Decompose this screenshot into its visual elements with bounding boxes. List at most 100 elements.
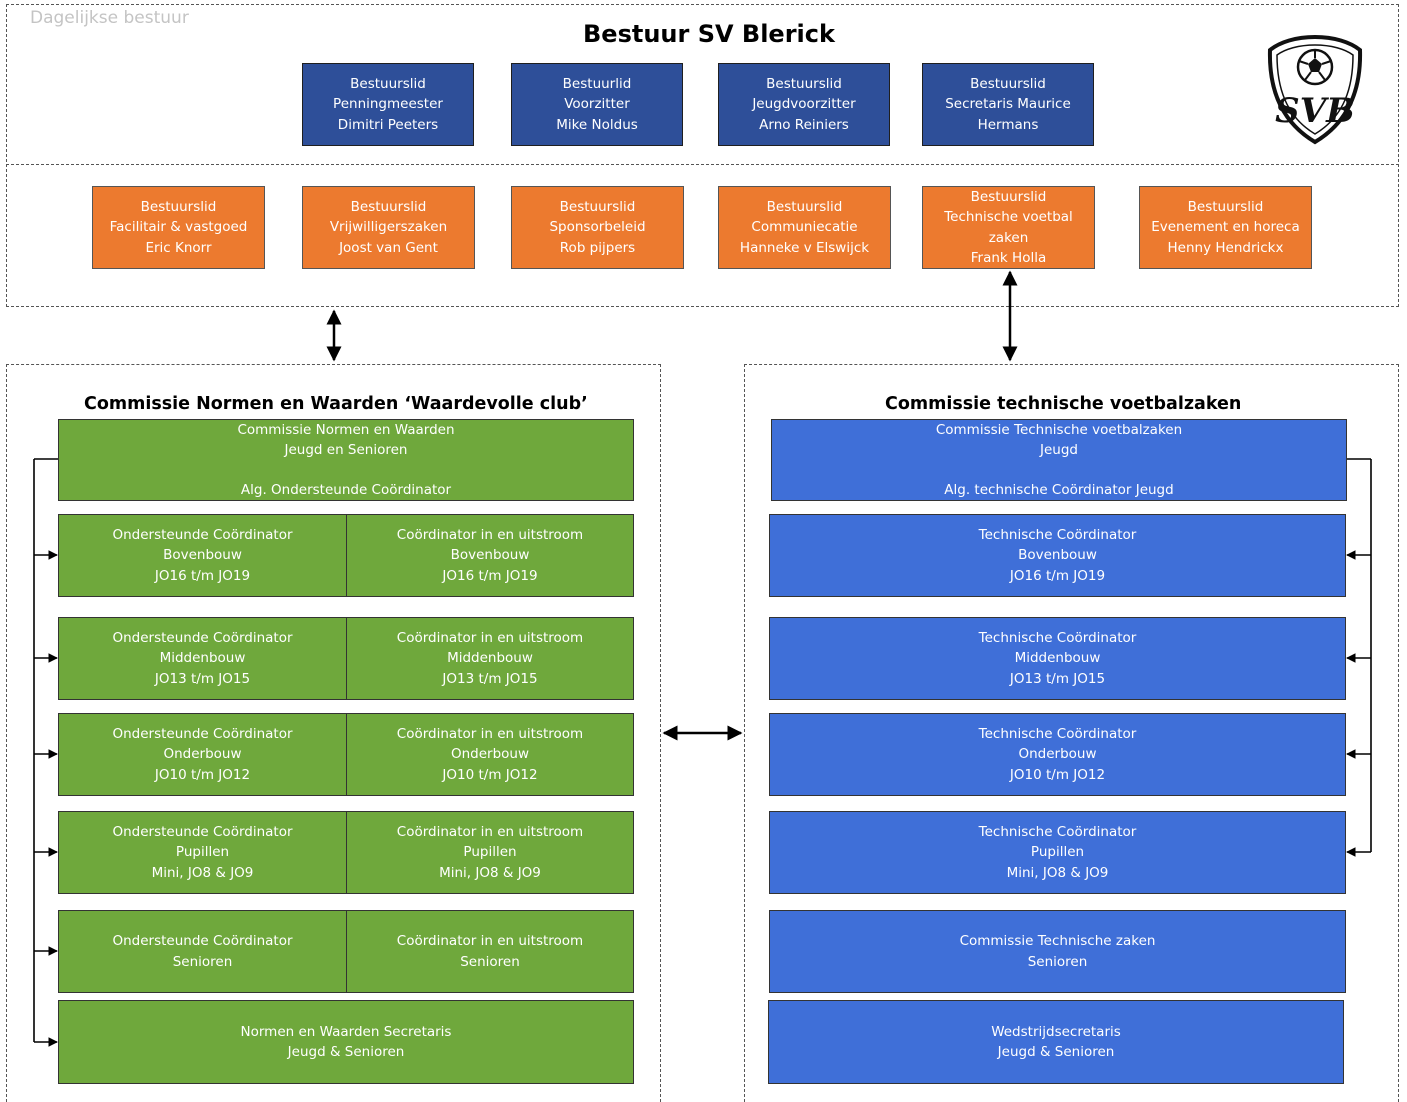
left-row-5-left-line: Ondersteunde Coördinator bbox=[112, 933, 293, 949]
left-row-2-right-line: Coördinator in en uitstroom bbox=[396, 629, 584, 646]
right-row-4-line: Pupillen bbox=[1030, 844, 1085, 861]
right-row-4-line: Mini, JO8 & JO9 bbox=[1006, 864, 1109, 881]
left-row-3-left-line: Ondersteunde Coördinator bbox=[112, 725, 293, 742]
board-member-row2-1-line: Bestuurslid bbox=[140, 198, 217, 215]
board-member-row2-1-line: Facilitair & vastgoed bbox=[109, 219, 248, 236]
right-header-box-line: Jeugd bbox=[1040, 442, 1078, 458]
left-row-1-right-line: Coördinator in en uitstroom bbox=[396, 526, 584, 543]
right-frame bbox=[744, 364, 1399, 1102]
board-member-3-line: Jeugdvoorzitter bbox=[752, 96, 856, 113]
left-header-box-line: Jeugd en Senioren bbox=[284, 442, 408, 458]
right-row-2-line: JO13 t/m JO15 bbox=[1009, 670, 1106, 687]
left-row-4-right-line: Mini, JO8 & JO9 bbox=[439, 864, 541, 881]
board-member-1-line: Penningmeester bbox=[333, 96, 443, 113]
right-row-1-line: Bovenbouw bbox=[1018, 547, 1097, 564]
left-row-4-right-line: Coördinator in en uitstroom bbox=[396, 823, 584, 840]
right-row-3-line: JO10 t/m JO12 bbox=[1009, 766, 1106, 783]
board-member-row2-4-line: Communiecatie bbox=[751, 219, 858, 236]
left-row-2-left-line: JO13 t/m JO15 bbox=[154, 670, 251, 687]
board-member-row2-3-line: Rob pijpers bbox=[559, 239, 636, 256]
board-member-row2-3-line: Bestuurslid bbox=[559, 198, 636, 215]
board-member-row2-3-line: Sponsorbeleid bbox=[549, 219, 646, 236]
left-row-4-left-line: Mini, JO8 & JO9 bbox=[151, 864, 254, 881]
left-row-3-left-line: Onderbouw bbox=[163, 746, 242, 763]
left-row-3-right-line: Onderbouw bbox=[450, 746, 530, 763]
board-member-row2-2-line: Joost van Gent bbox=[339, 239, 438, 256]
logo-text: SVB bbox=[1275, 91, 1355, 131]
board-member-1-line: Bestuurslid bbox=[350, 75, 426, 92]
board-member-3-line: Bestuurslid bbox=[766, 75, 842, 92]
board-member-4-line: Secretaris Maurice bbox=[945, 96, 1071, 113]
shield-icon bbox=[1267, 34, 1363, 145]
left-row-4-left-line: Pupillen bbox=[175, 844, 230, 861]
right-row-5-line: Commissie Technische zaken bbox=[959, 933, 1156, 949]
right-row-4-line: Technische Coördinator bbox=[978, 823, 1137, 840]
left-row-2-left-line: Ondersteunde Coördinator bbox=[112, 629, 293, 646]
board-member-row2-5-line: Technische voetbal bbox=[944, 209, 1073, 226]
page-title: Bestuur SV Blerick bbox=[583, 20, 835, 48]
left-row-4-left-line: Ondersteunde Coördinator bbox=[112, 823, 293, 840]
left-row-3-left-line: JO10 t/m JO12 bbox=[154, 766, 251, 783]
section-label: Dagelijkse bestuur bbox=[30, 8, 189, 28]
board-member-2-line: Voorzitter bbox=[564, 96, 630, 113]
right-row-1-line: JO16 t/m JO19 bbox=[1009, 567, 1106, 584]
board-member-row2-2-line: Vrijwilligerszaken bbox=[329, 219, 448, 236]
left-row-2-right-line: Middenbouw bbox=[447, 650, 533, 667]
board-member-row2-6-line: Henny Hendrickx bbox=[1167, 239, 1284, 256]
left-row-3-right-line: Coördinator in en uitstroom bbox=[396, 725, 584, 742]
right-header-box-line: Commissie Technische voetbalzaken bbox=[935, 422, 1183, 438]
left-row-1-left-line: Bovenbouw bbox=[163, 547, 242, 564]
svb-logo: SVB bbox=[1267, 34, 1363, 145]
left-row-4-right-line: Pupillen bbox=[463, 844, 517, 861]
board-member-4-line: Bestuurslid bbox=[970, 75, 1046, 92]
left-frame bbox=[6, 364, 661, 1102]
left-row-2-right-line: JO13 t/m JO15 bbox=[442, 670, 538, 687]
board-member-4-line: Hermans bbox=[977, 116, 1039, 133]
board-member-row2-5-line: Frank Holla bbox=[970, 249, 1047, 266]
left-row-2-left-line: Middenbouw bbox=[159, 650, 246, 667]
left-row-1-right-line: JO16 t/m JO19 bbox=[442, 567, 538, 584]
right-section-title: Commissie technische voetbalzaken bbox=[885, 394, 1242, 414]
left-row-1-left-line: Ondersteunde Coördinator bbox=[112, 526, 293, 543]
board-member-2-line: Bestuurlid bbox=[562, 75, 632, 92]
left-row-5-right-line: Senioren bbox=[460, 953, 520, 970]
left-section-title: Commissie Normen en Waarden ‘Waardevolle… bbox=[84, 394, 588, 414]
left-footer-box-line: Normen en Waarden Secretaris bbox=[240, 1023, 452, 1040]
board-member-row2-4-line: Bestuurslid bbox=[766, 198, 843, 215]
right-row-1-line: Technische Coördinator bbox=[978, 526, 1137, 543]
right-row-2-line: Technische Coördinator bbox=[978, 629, 1137, 646]
board-member-2-line: Mike Noldus bbox=[556, 116, 638, 133]
right-row-3-line: Onderbouw bbox=[1018, 746, 1097, 763]
left-row-5-left-line: Senioren bbox=[172, 953, 233, 970]
right-footer-box-line: Jeugd & Senioren bbox=[997, 1044, 1115, 1060]
left-header-box-line: Alg. Ondersteunde Coördinator bbox=[240, 482, 452, 498]
board-member-3-line: Arno Reiniers bbox=[759, 116, 849, 133]
right-row-2-line: Middenbouw bbox=[1014, 650, 1101, 667]
top-frame bbox=[6, 4, 1399, 307]
right-row-3-line: Technische Coördinator bbox=[978, 725, 1137, 742]
